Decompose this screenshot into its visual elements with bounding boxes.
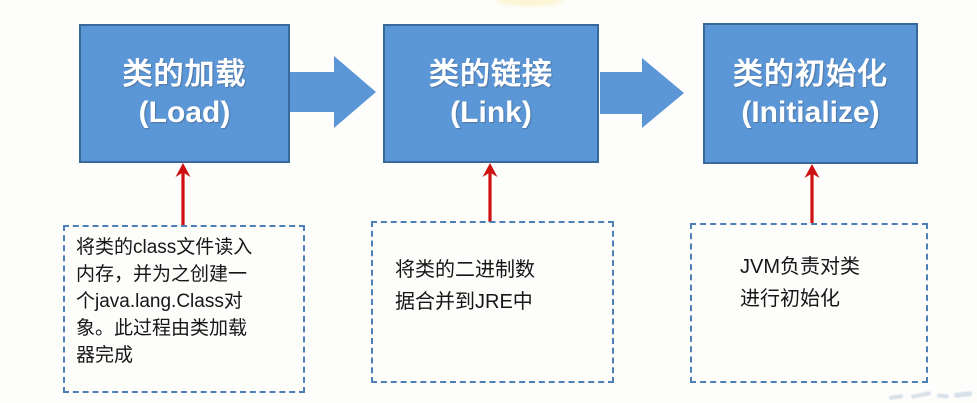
stage-box-link: 类的链接 (Link) [383,24,599,163]
top-smudge-artifact [497,0,563,6]
annotation-load-text: 将类的class文件读入内存，并为之创建一个java.lang.Class对象。… [76,237,253,366]
watermark-stroke [888,394,904,400]
stage-link-title-en: (Link) [450,95,532,129]
flow-arrow-load-to-link-icon [290,56,376,128]
annotation-link-text: 将类的二进制数据合并到JRE中 [395,259,535,313]
stage-box-load: 类的加载 (Load) [79,24,290,163]
stage-load-title-en: (Load) [138,95,231,129]
annotation-box-load: 将类的class文件读入内存，并为之创建一个java.lang.Class对象。… [63,225,305,393]
pointer-arrow-load-icon [175,163,191,226]
stage-initialize-title-en: (Initialize) [741,95,880,129]
stage-link-title-zh: 类的链接 [429,57,553,91]
watermark-artifact [885,386,977,403]
stage-initialize-title-zh: 类的初始化 [733,57,888,91]
annotation-initialize-text: JVM负责对类进行初始化 [740,256,860,310]
watermark-stroke [910,390,932,400]
flow-arrow-link-to-initialize-icon [600,58,684,128]
annotation-box-link: 将类的二进制数据合并到JRE中 [371,221,614,383]
stage-box-initialize: 类的初始化 (Initialize) [703,23,918,164]
stage-load-title-zh: 类的加载 [122,57,247,91]
watermark-stroke [936,393,950,399]
pointer-arrow-link-icon [482,163,498,222]
pointer-arrow-initialize-icon [804,164,820,223]
annotation-box-initialize: JVM负责对类进行初始化 [690,223,928,383]
watermark-stroke [953,391,973,398]
